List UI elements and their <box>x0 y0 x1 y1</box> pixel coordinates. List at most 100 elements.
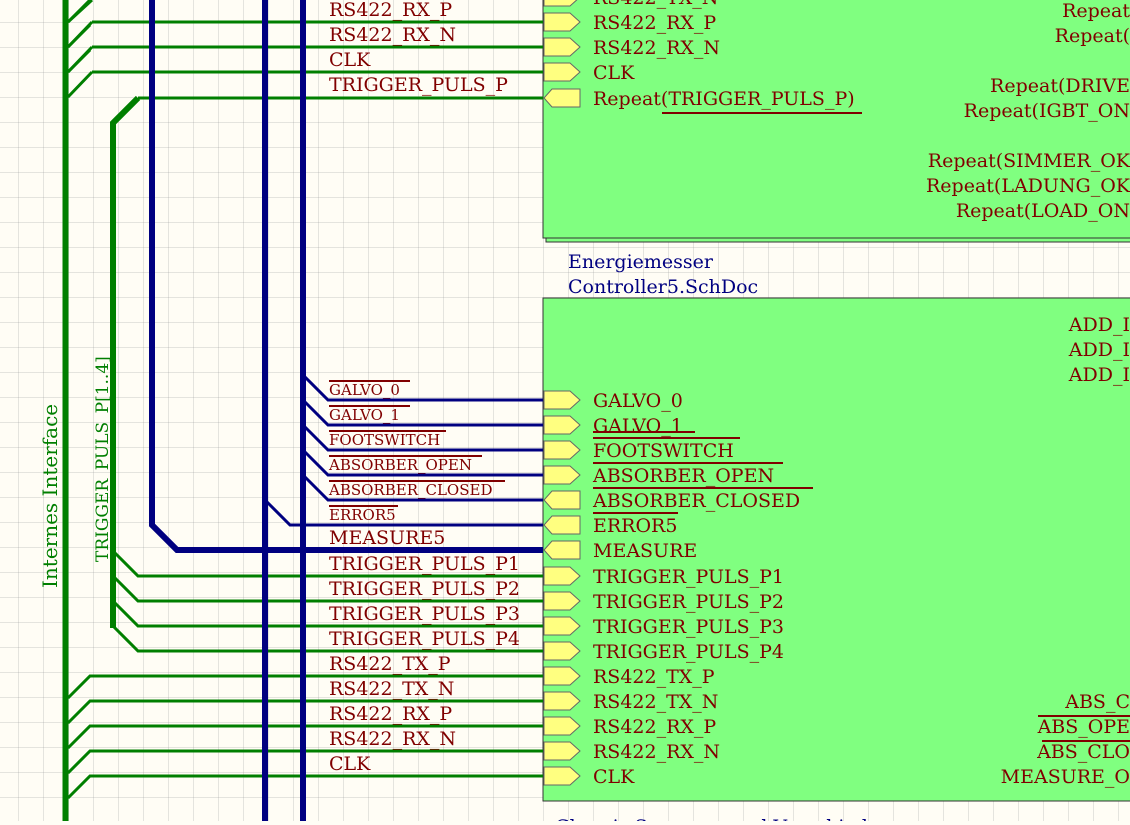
lower-port-10[interactable] <box>543 641 581 661</box>
net-label-lower-6: MEASURE5 <box>329 527 445 549</box>
upper-port-0[interactable] <box>543 0 580 7</box>
lower-right-port-label-0: ADD_I <box>1068 314 1130 336</box>
lower-port-label-1: GALVO_1 <box>593 415 683 437</box>
lower-port-2[interactable] <box>543 440 581 460</box>
net-label-upper-2: CLK <box>329 49 371 71</box>
lower-right-port-label-2: ADD_I <box>1068 364 1130 386</box>
lower-rs422-wire-2 <box>66 724 543 750</box>
upper-bus-entry-1 <box>66 20 94 49</box>
lower-port-label-14: RS422_RX_N <box>593 741 720 763</box>
net-label-upper-3: TRIGGER_PULS_P <box>329 74 508 96</box>
bus-entry-error5 <box>263 498 543 527</box>
trigger-wire-p1 <box>111 549 543 578</box>
lower-port-label-15: CLK <box>593 766 635 788</box>
net-label-lower-13: RS422_RX_P <box>329 703 452 725</box>
trigger-bus-label: TRIGGER_PULS_P[1..4] <box>93 356 113 562</box>
upper-right-port-label-1: Repeat( <box>1055 25 1130 47</box>
upper-bus-entry-2 <box>66 45 94 74</box>
lower-rs422-wire-0 <box>66 674 543 700</box>
net-label-lower-1: GALVO_1 <box>329 406 400 424</box>
upper-port-label-3: CLK <box>593 62 635 84</box>
upper-right-port-label-0: Repeat <box>1062 0 1130 22</box>
lower-port-0[interactable] <box>543 390 581 410</box>
net-label-upper-1: RS422_RX_N <box>329 24 456 46</box>
net-label-lower-7: TRIGGER_PULS_P1 <box>329 553 520 575</box>
lower-port-3[interactable] <box>543 465 581 485</box>
lower-port-label-8: TRIGGER_PULS_P2 <box>593 591 784 613</box>
upper-port-1[interactable] <box>543 12 581 32</box>
lower-right-port-label-5: ABS_CLO <box>1036 741 1130 763</box>
lower-port-11[interactable] <box>543 666 581 686</box>
net-label-lower-15: CLK <box>329 753 371 775</box>
lower-port-label-0: GALVO_0 <box>593 390 683 412</box>
bus-entry-3 <box>301 448 543 477</box>
lower-port-label-11: RS422_TX_P <box>593 666 715 688</box>
lower-rs422-wire-1 <box>66 699 543 725</box>
lower-port-5[interactable] <box>543 515 581 535</box>
net-label-lower-0: GALVO_0 <box>329 381 400 399</box>
lower-port-15[interactable] <box>543 766 581 786</box>
sheet-designator: Energiemesser <box>568 251 714 273</box>
lower-port-1[interactable] <box>543 415 581 435</box>
lower-right-port-label-4: ABS_OPE <box>1037 716 1130 738</box>
lower-port-13[interactable] <box>543 716 581 736</box>
net-label-upper-0: RS422_RX_P <box>329 0 452 21</box>
bus-measure <box>149 0 543 553</box>
upper-port-label-1: RS422_RX_P <box>593 12 716 34</box>
upper-port-label-2: RS422_RX_N <box>593 37 720 59</box>
net-label-lower-12: RS422_TX_N <box>329 678 454 700</box>
net-label-lower-11: RS422_TX_P <box>329 653 451 675</box>
bus-entry-2 <box>301 423 543 452</box>
lower-port-label-7: TRIGGER_PULS_P1 <box>593 566 784 588</box>
lower-port-label-6: MEASURE <box>593 540 697 562</box>
trigger-bus-line <box>110 95 141 628</box>
lower-port-7[interactable] <box>543 566 581 586</box>
lower-right-port-label-3: ABS_C <box>1064 691 1130 713</box>
upper-right-port-label-2: Repeat(DRIVE <box>990 75 1130 97</box>
net-label-lower-10: TRIGGER_PULS_P4 <box>329 628 520 650</box>
net-label-lower-5: ERROR5 <box>329 506 396 524</box>
upper-port-2[interactable] <box>543 37 581 57</box>
lower-port-6[interactable] <box>543 540 581 560</box>
upper-sheet-body[interactable] <box>542 0 1130 239</box>
net-label-lower-2: FOOTSWITCH <box>329 431 440 449</box>
lower-port-label-9: TRIGGER_PULS_P3 <box>593 616 784 638</box>
next-sheet-designator: Chassis Sensoren und Verschiedenes <box>555 816 912 821</box>
upper-right-port-label-5: Repeat(LADUNG_OK <box>926 175 1130 197</box>
internes-interface-label: Internes Interface <box>38 404 62 588</box>
lower-port-12[interactable] <box>543 691 581 711</box>
trigger-wire-p2 <box>111 574 543 603</box>
lower-port-label-3: ABSORBER_OPEN <box>592 465 774 487</box>
trigger-wire-p3 <box>111 599 543 628</box>
net-label-lower-9: TRIGGER_PULS_P3 <box>329 603 520 625</box>
upper-right-port-label-4: Repeat(SIMMER_OK <box>928 150 1130 172</box>
trigger-wire-p4 <box>111 624 543 653</box>
bus-entry-1 <box>301 398 543 427</box>
net-label-lower-14: RS422_RX_N <box>329 728 456 750</box>
bus-entry-4 <box>301 473 543 502</box>
upper-port-3[interactable] <box>543 62 581 82</box>
lower-port-4[interactable] <box>543 490 581 510</box>
upper-port-label-4: Repeat(TRIGGER_PULS_P) <box>593 88 855 110</box>
lower-port-label-2: FOOTSWITCH <box>593 440 734 462</box>
lower-right-port-label-1: ADD_I <box>1068 339 1130 361</box>
net-label-lower-3: ABSORBER_OPEN <box>328 456 472 474</box>
sheet-filename: Controller5.SchDoc <box>568 276 758 298</box>
lower-port-9[interactable] <box>543 616 581 636</box>
upper-port-4[interactable] <box>543 88 581 108</box>
energiemesser-sheet-body[interactable] <box>542 297 1130 802</box>
upper-right-port-label-3: Repeat(IGBT_ON <box>964 100 1130 122</box>
lower-rs422-wire-4 <box>66 774 543 800</box>
upper-bus-entry-0 <box>66 0 94 24</box>
lower-port-label-5: ERROR5 <box>593 515 677 537</box>
lower-port-label-10: TRIGGER_PULS_P4 <box>593 641 784 663</box>
lower-port-8[interactable] <box>543 591 581 611</box>
lower-port-14[interactable] <box>543 741 581 761</box>
lower-port-label-4: ABSORBER_CLOSED <box>592 490 800 512</box>
lower-port-label-12: RS422_TX_N <box>593 691 718 713</box>
net-label-lower-4: ABSORBER_CLOSED <box>328 481 492 499</box>
upper-bus-entry-3 <box>66 70 94 99</box>
lower-right-port-label-6: MEASURE_O <box>1001 766 1130 788</box>
